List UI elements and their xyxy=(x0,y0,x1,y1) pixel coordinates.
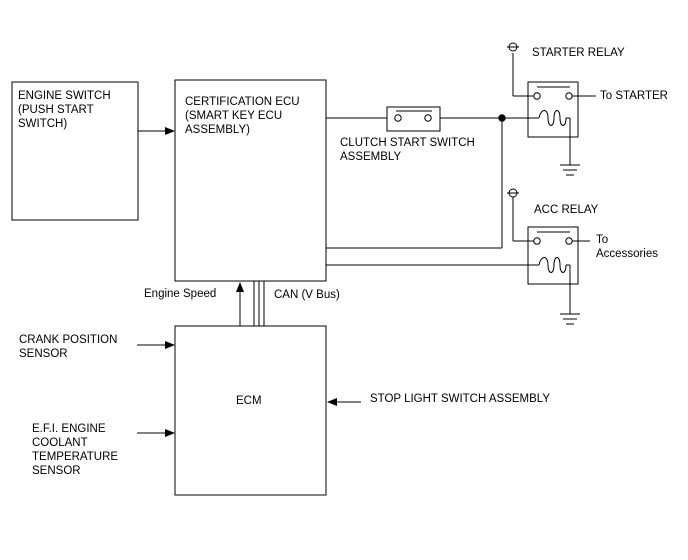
ecm-label: ECM xyxy=(236,395,262,407)
starter-relay-label: STARTER RELAY xyxy=(532,47,625,59)
coolant-sensor-label: E.F.I. ENGINE COOLANT TEMPERATURE SENSOR xyxy=(32,423,119,477)
acc-relay-box xyxy=(527,226,579,285)
ecm-box xyxy=(174,325,327,496)
clutch-terminal-right xyxy=(424,114,432,122)
starter-relay-terminal-left xyxy=(533,92,541,100)
clutch-switch-box xyxy=(386,106,441,132)
certification-ecu-box xyxy=(174,79,327,282)
clutch-switch-label: CLUTCH START SWITCH ASSEMBLY xyxy=(340,137,475,163)
engine-switch-label: ENGINE SWITCH (PUSH START SWITCH) xyxy=(18,90,111,130)
starter-relay-coil xyxy=(538,110,567,126)
certification-ecu-label: CERTIFICATION ECU (SMART KEY ECU ASSEMBL… xyxy=(185,96,300,136)
engine-speed-label: Engine Speed xyxy=(144,288,217,300)
to-accessories-label: To Accessories xyxy=(596,234,658,260)
clutch-terminal-left xyxy=(394,114,402,122)
acc-relay-terminal-left xyxy=(533,237,541,245)
to-starter-label: To STARTER xyxy=(600,90,668,102)
starter-relay-terminal-right xyxy=(565,92,573,100)
acc-relay-coil xyxy=(538,257,567,273)
stop-light-switch-label: STOP LIGHT SWITCH ASSEMBLY xyxy=(370,393,551,405)
can-bus-label: CAN (V Bus) xyxy=(274,289,340,301)
junction-dot xyxy=(498,114,506,122)
engine-switch-box xyxy=(11,81,139,221)
acc-relay-terminal-right xyxy=(565,237,573,245)
acc-relay-label: ACC RELAY xyxy=(534,204,599,216)
starter-relay-box xyxy=(527,81,579,138)
crank-sensor-label: CRANK POSITION SENSOR xyxy=(19,334,118,360)
